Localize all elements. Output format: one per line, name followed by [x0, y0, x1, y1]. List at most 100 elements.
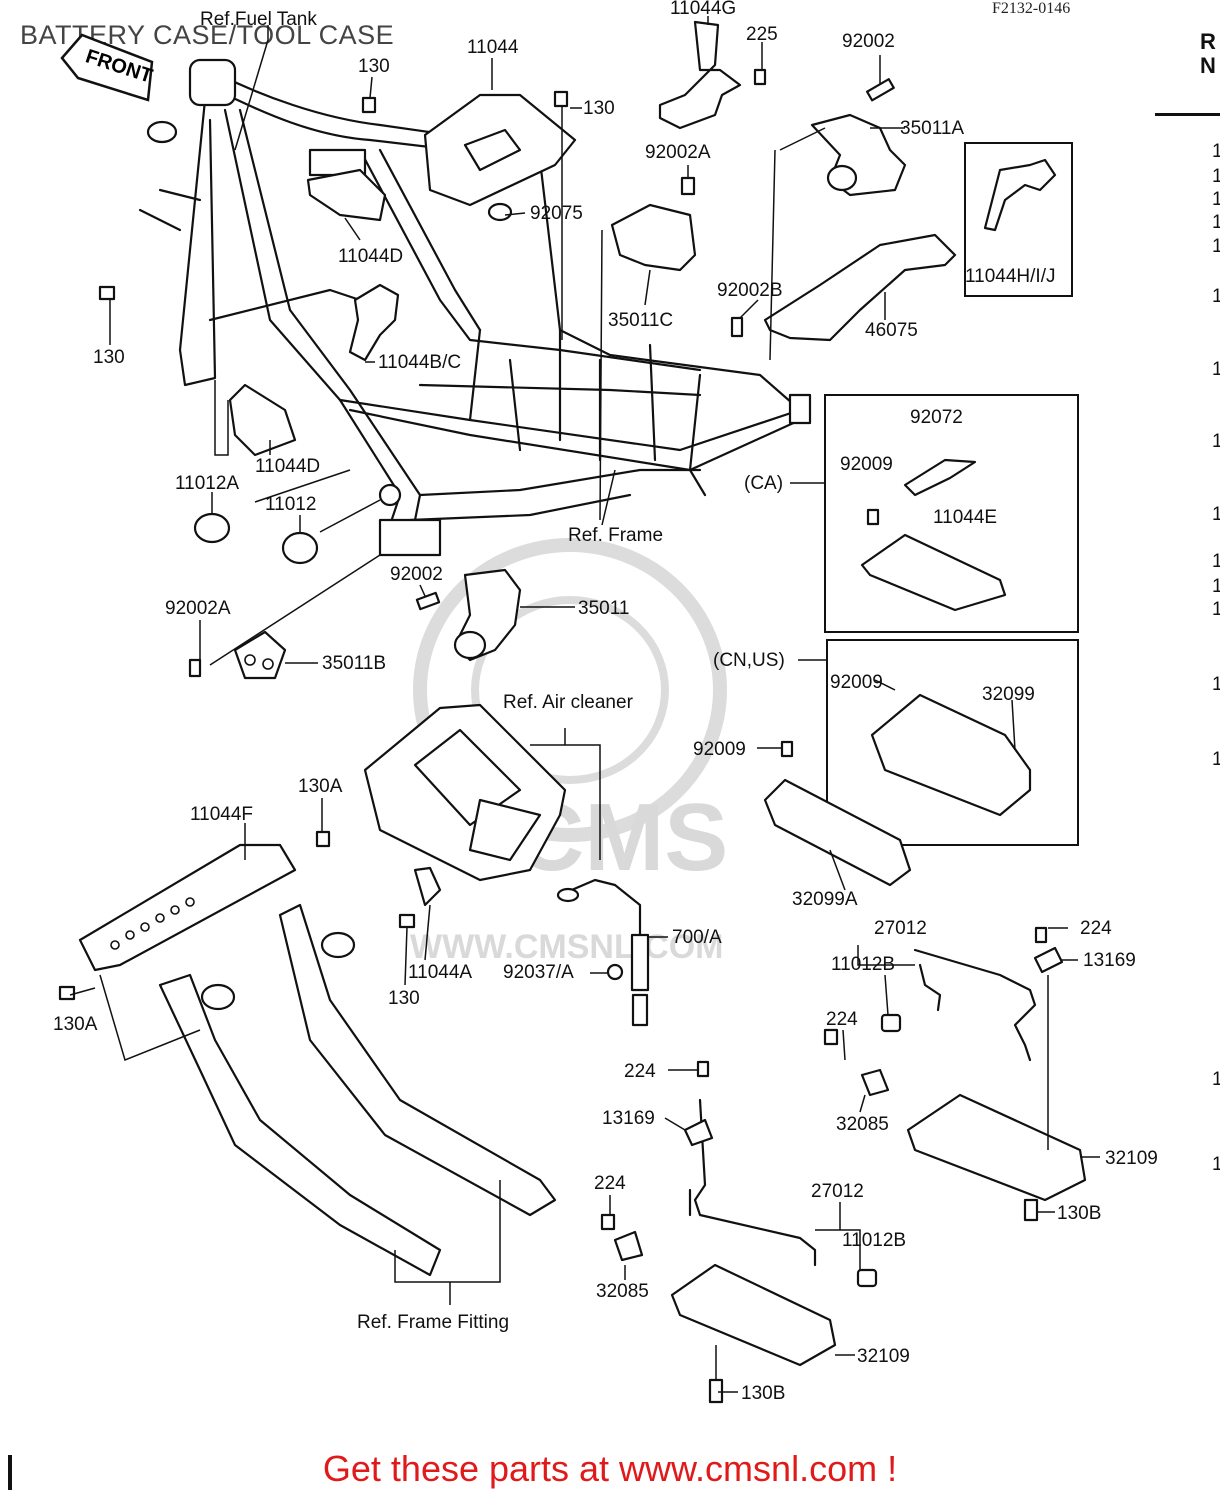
label-11044e: 11044E	[933, 507, 997, 528]
label-130-top: 130	[358, 56, 390, 77]
side-ref-digit: 1	[1212, 286, 1220, 307]
footer-left-bar	[8, 1455, 12, 1490]
label-11044: 11044	[467, 37, 519, 58]
grommet-11012	[281, 531, 319, 565]
side-ref-digit: 1	[1212, 1069, 1220, 1090]
bolt-130-mid	[553, 90, 569, 108]
bracket-35011c	[610, 203, 697, 272]
label-ref-air-cleaner: Ref. Air cleaner	[503, 692, 634, 713]
label-11044a: 11044A	[408, 962, 472, 983]
label-cnus: (CN,US)	[713, 650, 785, 671]
side-ref-digit: 1	[1212, 166, 1220, 187]
battery-case-drawing	[363, 703, 567, 882]
box-cnus	[826, 639, 1079, 846]
bracket-11044d-low	[228, 383, 297, 457]
grab-rail-46075	[763, 233, 957, 342]
bracket-35011	[453, 568, 522, 662]
side-ref-digit: 1	[1212, 236, 1220, 257]
bracket-11044bc	[348, 283, 400, 362]
label-92075: 92075	[530, 203, 583, 224]
side-ref-digit: 1	[1212, 431, 1220, 452]
side-ref-digit: 1	[1212, 1154, 1220, 1175]
box-ca	[824, 394, 1079, 633]
side-ref-digit: 1	[1212, 359, 1220, 380]
label-130-bot: 130	[388, 988, 420, 1009]
label-32109-right: 32109	[1105, 1148, 1158, 1169]
label-700a: 700/A	[672, 927, 722, 948]
figure-code: F2132-0146	[992, 0, 1071, 17]
wire-700a	[558, 878, 642, 937]
label-32109-low: 32109	[857, 1346, 910, 1367]
bolt-92002a-top	[680, 176, 696, 196]
label-92009-mid: 92009	[693, 739, 746, 760]
label-92072: 92072	[910, 407, 963, 428]
label-130-mid: 130	[583, 98, 615, 119]
side-ref-digit: 1	[1212, 189, 1220, 210]
nut-92037a	[606, 963, 624, 981]
label-ca: (CA)	[744, 473, 783, 494]
label-11044g: 11044G	[670, 0, 736, 19]
label-11044bc: 11044B/C	[378, 352, 461, 373]
battery-holder-low	[600, 1060, 878, 1404]
side-table-rule	[1155, 113, 1220, 116]
box-11044hij	[964, 142, 1073, 297]
bracket-11044	[423, 93, 577, 222]
bracket-11044hij	[983, 158, 1057, 232]
bar-11044f	[78, 843, 297, 972]
footer-link[interactable]: Get these parts at www.cmsnl.com !	[322, 1448, 898, 1489]
tool-case-32099	[870, 693, 1032, 817]
side-table-header: R N	[1200, 30, 1216, 78]
tool-case-32099a	[763, 778, 912, 887]
bracket-11044g	[658, 20, 742, 130]
grommet-11012a	[193, 512, 231, 544]
screw-92009-mid	[780, 740, 794, 758]
tray-11044e	[860, 533, 1007, 612]
label-224-low: 224	[594, 1173, 626, 1194]
side-ref-digit: 1	[1212, 504, 1220, 525]
fuse-700a	[630, 933, 650, 992]
label-35011a: 35011A	[900, 118, 964, 139]
side-ref-digit: 1	[1212, 749, 1220, 770]
bracket-35011b	[233, 630, 287, 680]
label-225: 225	[746, 24, 778, 45]
frame-fitting-drawing	[158, 903, 557, 1277]
bolt-92002-top	[866, 78, 895, 102]
label-11012a: 11012A	[175, 473, 239, 494]
bracket-11044d-top	[306, 168, 387, 222]
connector-700a	[556, 887, 580, 903]
label-224-center: 224	[624, 1061, 656, 1082]
main-frame-drawing	[138, 58, 812, 557]
label-130b-right: 130B	[1057, 1203, 1101, 1224]
label-35011c: 35011C	[608, 310, 673, 331]
side-ref-digit: 1	[1212, 551, 1220, 572]
bolt-130a-top	[315, 830, 331, 848]
label-92037a: 92037/A	[503, 962, 574, 983]
strap-92072	[903, 458, 977, 497]
label-92002b: 92002B	[717, 280, 783, 301]
label-92009-ca: 92009	[840, 454, 893, 475]
label-224-mid: 224	[826, 1009, 858, 1030]
bolt-92002b	[730, 316, 744, 338]
side-ref-digit: 1	[1212, 141, 1220, 162]
label-92002-mid: 92002	[390, 564, 443, 585]
label-11044hij: 11044H/I/J	[965, 266, 1055, 287]
part-labels: Ref.Fuel Tank 130 11044 11044G 225 92002…	[53, 0, 1158, 1404]
label-224-right: 224	[1080, 918, 1112, 939]
label-92009-cn: 92009	[830, 672, 883, 693]
label-130a-top: 130A	[298, 776, 343, 797]
label-32099: 32099	[982, 684, 1035, 705]
label-ref-frame-fitting: Ref. Frame Fitting	[357, 1312, 509, 1333]
bolt-92002-mid	[415, 591, 441, 611]
exploded-diagram: CMS WWW.CMSNL.COM FRONT	[53, 0, 1220, 1404]
front-arrow-icon: FRONT	[60, 33, 155, 102]
label-13169-center: 13169	[602, 1108, 655, 1129]
label-27012-low: 27012	[811, 1181, 864, 1202]
label-32085-low: 32085	[596, 1281, 649, 1302]
label-ref-fuel-tank: Ref.Fuel Tank	[200, 9, 317, 30]
label-ref-frame: Ref. Frame	[568, 525, 663, 546]
screw-92009-ca	[866, 508, 880, 526]
label-46075: 46075	[865, 320, 918, 341]
label-35011: 35011	[578, 598, 629, 619]
leader-lines	[69, 16, 1100, 1393]
